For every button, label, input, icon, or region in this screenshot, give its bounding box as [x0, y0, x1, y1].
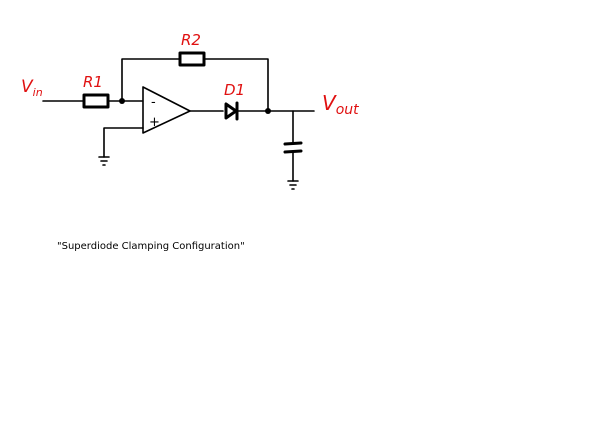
output-node-junction — [265, 108, 271, 114]
vout-subscript: out — [336, 102, 359, 118]
r1-resistor — [82, 93, 110, 109]
r2-resistor — [178, 51, 206, 67]
opamp-noninverting-sign: + — [149, 115, 160, 130]
vin-label: Vin — [21, 77, 43, 99]
vout-label: Vout — [322, 91, 359, 118]
vin-subscript: in — [33, 86, 43, 99]
opamp-triangle — [142, 86, 191, 134]
opamp-inverting-sign: - — [151, 95, 156, 110]
diagram-caption: "Superdiode Clamping Configuration" — [57, 241, 245, 252]
r2-label: R2 — [181, 31, 201, 49]
noninverting-ground-wire — [103, 127, 144, 158]
d1-diode — [224, 101, 239, 121]
ground-symbol-capacitor — [287, 180, 299, 190]
d1-label: D1 — [224, 81, 245, 99]
capacitor — [283, 141, 303, 154]
ground-symbol-opamp — [98, 156, 110, 166]
r1-label: R1 — [83, 73, 103, 91]
feedback-wire-right — [203, 58, 269, 112]
feedback-wire-left — [121, 58, 181, 102]
